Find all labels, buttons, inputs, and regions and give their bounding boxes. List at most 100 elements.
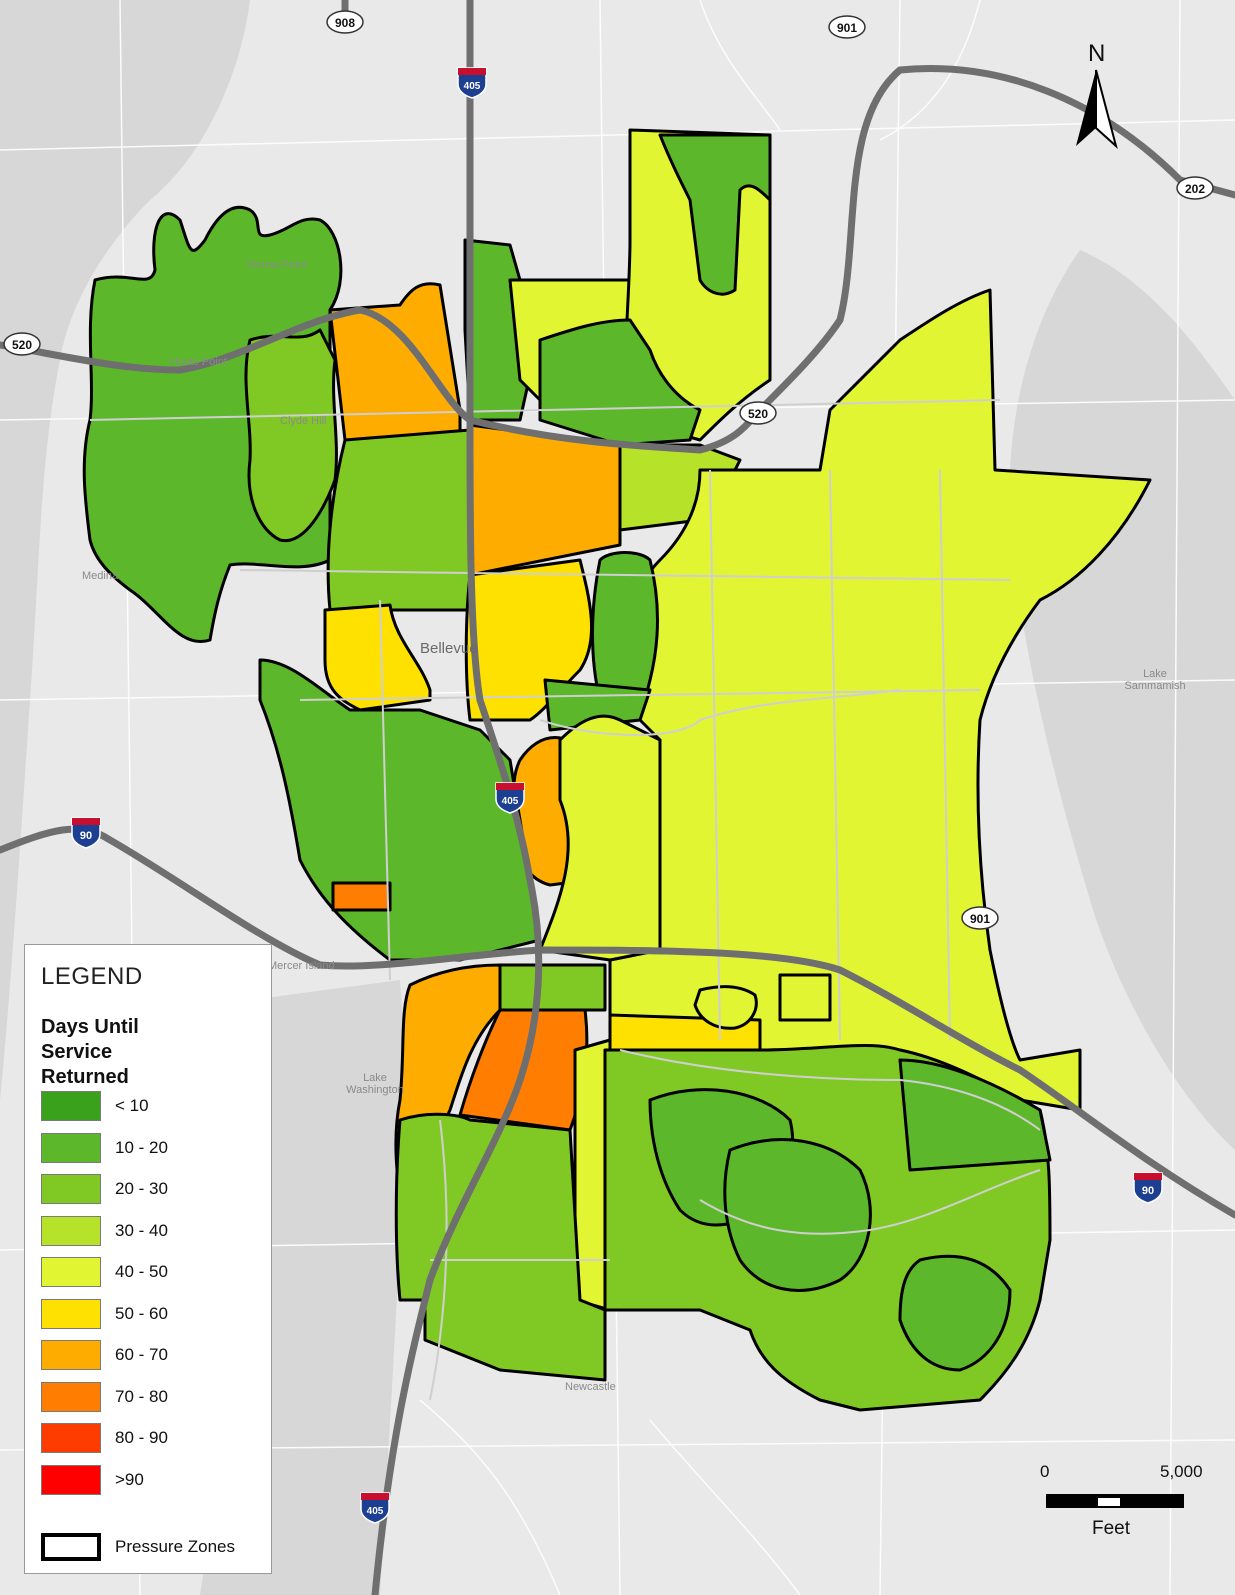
i405-north-shield-icon: 405 — [457, 67, 487, 99]
legend-label: 80 - 90 — [115, 1428, 168, 1447]
legend-row: 80 - 90 — [41, 1423, 261, 1453]
route-shields: 908 901 405 202 520 520 — [3, 10, 1214, 1524]
zone-bel-red-orange — [468, 423, 622, 577]
north-arrow-label: N — [1088, 40, 1106, 67]
sr908-shield-icon: 908 — [326, 10, 364, 34]
svg-text:202: 202 — [1185, 182, 1205, 196]
legend-swatch — [41, 1091, 101, 1121]
legend-row: 30 - 40 — [41, 1215, 261, 1246]
legend-subtitle: Days Until Service Returned — [41, 1016, 139, 1088]
scale-bar: 0 5,000 Feet — [1040, 1462, 1230, 1572]
svg-text:520: 520 — [748, 407, 768, 421]
legend-label: 50 - 60 — [115, 1303, 168, 1323]
zone-newport-green — [394, 1112, 607, 1382]
svg-text:405: 405 — [502, 796, 519, 807]
sr901-south-shield-icon: 901 — [961, 906, 999, 930]
legend-label: >90 — [115, 1469, 144, 1489]
place-label-lake-sammamish: Lake Sammamish — [1124, 668, 1186, 692]
sr520-west-shield-icon: 520 — [3, 332, 41, 356]
zone-west-inner — [244, 328, 338, 543]
svg-text:90: 90 — [80, 830, 92, 842]
place-label-lake-washington: Lake Washington — [346, 1072, 404, 1096]
sr520-east-shield-icon: 520 — [739, 401, 777, 425]
scale-bar-max-label: 5,000 — [1160, 1462, 1203, 1481]
svg-text:901: 901 — [970, 912, 990, 926]
zone-cougar-inner-2 — [723, 1138, 872, 1292]
legend-pressure-zone-label: Pressure Zones — [115, 1537, 235, 1556]
legend-label: 70 - 80 — [115, 1386, 168, 1406]
north-arrow-icon — [1076, 69, 1118, 149]
zone-east-small-green — [898, 1058, 1052, 1172]
i405-mid-shield-icon: 405 — [495, 782, 525, 814]
zone-downtown-green — [326, 428, 472, 612]
legend-pressure-zone-swatch — [41, 1533, 101, 1561]
legend-swatch — [41, 1381, 101, 1412]
place-label-yarrow-point: Yarrow Point — [245, 259, 308, 271]
lake-sammamish-water — [1009, 250, 1235, 1150]
sr520-highway — [0, 65, 1235, 454]
legend-swatch — [41, 1298, 101, 1329]
svg-text:520: 520 — [12, 338, 32, 352]
lake-washington-water — [0, 0, 250, 1100]
svg-text:90: 90 — [1142, 1185, 1154, 1197]
legend-row: 20 - 30 — [41, 1174, 261, 1204]
map-legend: LEGEND Days Until Service Returned < 10 1… — [24, 944, 272, 1574]
legend-row: 50 - 60 — [41, 1298, 261, 1329]
zone-small-orange — [331, 881, 392, 912]
scale-bar-graphic — [1046, 1494, 1184, 1508]
sr901-north-shield-icon: 901 — [828, 15, 866, 39]
legend-label: 40 - 50 — [115, 1262, 168, 1281]
zone-center-green — [591, 551, 659, 722]
legend-swatch — [41, 1257, 101, 1287]
zone-island-yellow — [693, 985, 758, 1030]
zone-island-yellow-2 — [778, 973, 832, 1022]
legend-label: 60 - 70 — [115, 1345, 168, 1364]
zone-southwest-green — [258, 658, 542, 962]
legend-title: LEGEND — [41, 963, 143, 990]
place-label-newcastle: Newcastle — [565, 1381, 616, 1393]
svg-text:901: 901 — [837, 21, 857, 35]
scale-bar-unit: Feet — [1092, 1518, 1131, 1539]
place-label-clyde-hill: Clyde Hill — [280, 415, 327, 427]
legend-row: 70 - 80 — [41, 1381, 261, 1412]
legend-swatch — [41, 1423, 101, 1453]
legend-label: < 10 — [115, 1096, 149, 1115]
zone-downtown-northwest — [328, 282, 462, 442]
legend-swatch — [41, 1464, 101, 1495]
legend-swatch — [41, 1132, 101, 1163]
place-label-mercer-island: Mercer Island — [268, 960, 335, 972]
svg-text:405: 405 — [464, 81, 481, 92]
zone-downtown-yellow — [323, 603, 432, 712]
i90-east-shield-icon: 90 — [1133, 1172, 1163, 1204]
arterial-streets — [89, 399, 1041, 1401]
legend-swatch — [41, 1340, 101, 1370]
place-label-hunts-point: Hunts Point — [170, 356, 227, 368]
legend-row: 10 - 20 — [41, 1132, 261, 1163]
legend-label: 30 - 40 — [115, 1220, 168, 1240]
zone-cougar-inner-3 — [898, 1254, 1012, 1372]
legend-swatch — [41, 1174, 101, 1204]
zone-northeast-green — [658, 133, 772, 296]
legend-row: < 10 — [41, 1091, 261, 1121]
svg-text:908: 908 — [335, 16, 355, 30]
place-label-bellevue: Bellevue — [420, 640, 478, 657]
pressure-zones — [82, 128, 1152, 1412]
i405-highway — [371, 0, 543, 1595]
sr202-shield-icon: 202 — [1176, 176, 1214, 200]
legend-swatch — [41, 1215, 101, 1246]
zone-overlake-green — [538, 318, 702, 447]
i90-highway — [0, 825, 1235, 1219]
scale-bar-zero-label: 0 — [1040, 1462, 1050, 1481]
svg-text:405: 405 — [367, 1506, 384, 1517]
i90-west-shield-icon: 90 — [71, 817, 101, 849]
zone-wilburton-green — [543, 678, 652, 732]
legend-row: 60 - 70 — [41, 1340, 261, 1370]
place-label-medina: Medina — [82, 570, 119, 582]
legend-label: 10 - 20 — [115, 1137, 168, 1157]
legend-label: 20 - 30 — [115, 1179, 168, 1198]
i405-south-shield-icon: 405 — [360, 1492, 390, 1524]
north-arrow: N — [1068, 40, 1128, 150]
